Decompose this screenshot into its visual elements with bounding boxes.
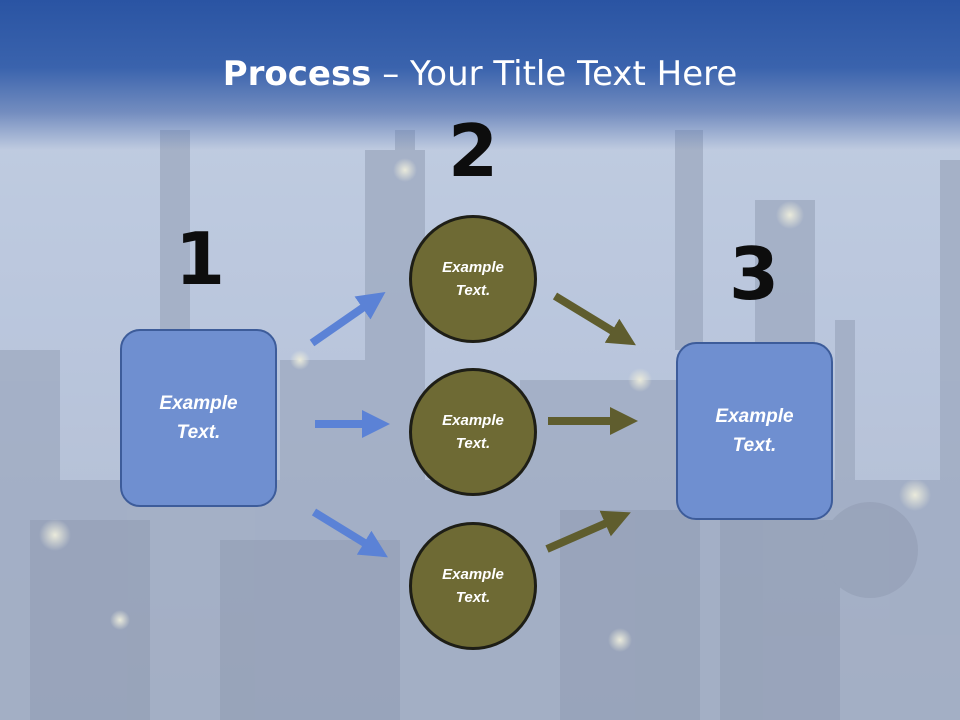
circle-bottom-text: Example Text.	[442, 566, 504, 606]
title-rest-part: – Your Title Text Here	[371, 54, 738, 94]
circle-middle: Example Text.	[409, 368, 537, 496]
title-band	[0, 0, 960, 150]
title-bold-part: Process	[222, 54, 372, 94]
step-number-3: 3	[728, 232, 780, 316]
arrow-box1-to-circle-bottom	[311, 508, 388, 558]
slide-title: Process – Your Title Text Here	[0, 54, 960, 94]
step-1-text: Example Text.	[159, 393, 238, 443]
circle-middle-text: Example Text.	[442, 412, 504, 452]
arrow-circle-top-to-box3	[552, 292, 636, 346]
circle-top-text: Example Text.	[442, 259, 504, 299]
circle-top: Example Text.	[409, 215, 537, 343]
arrow-box1-to-circle-top	[309, 292, 386, 347]
step-3-box: Example Text.	[676, 342, 833, 520]
step-3-text: Example Text.	[715, 406, 794, 456]
step-number-2: 2	[447, 109, 499, 193]
step-1-box: Example Text.	[120, 329, 277, 507]
circle-bottom: Example Text.	[409, 522, 537, 650]
arrow-circle-bottom-to-box3	[545, 510, 631, 553]
step-number-1: 1	[174, 217, 226, 301]
